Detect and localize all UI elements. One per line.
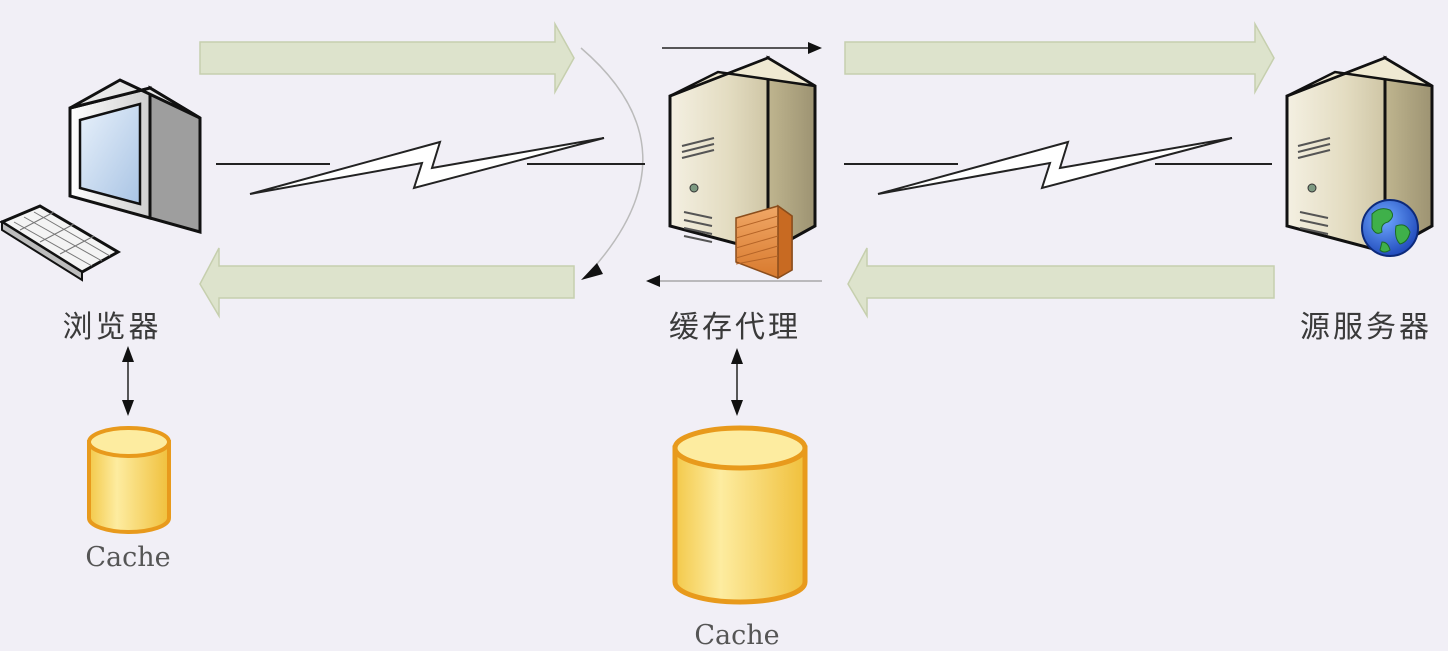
flow-arrow-proxy-to-origin — [844, 21, 1275, 95]
server-globe-icon — [1285, 55, 1434, 257]
flow-arrow-origin-to-proxy — [847, 247, 1275, 319]
flow-arrow-proxy-to-browser — [199, 247, 575, 319]
lightning-link-icon — [844, 137, 1272, 195]
double-arrow-proxy-cache — [731, 348, 743, 416]
lightning-link-icon — [216, 137, 645, 195]
browser-cache-label: Cache — [85, 542, 171, 573]
thin-arrow-request-forward — [662, 42, 822, 54]
server-firewall-icon — [668, 55, 817, 280]
database-cache-icon — [87, 426, 171, 534]
thin-arrow-response-return — [646, 275, 822, 287]
database-cache-icon — [672, 425, 808, 605]
flow-arrow-browser-to-proxy — [199, 21, 575, 95]
double-arrow-browser-cache — [122, 346, 134, 416]
origin-server-label: 源服务器 — [1300, 310, 1432, 345]
curved-arrow-cache-hit — [580, 47, 644, 280]
proxy-cache-label: Cache — [694, 620, 780, 651]
browser-label: 浏览器 — [62, 310, 162, 345]
proxy-label: 缓存代理 — [669, 310, 801, 345]
desktop-computer-icon — [0, 78, 202, 282]
